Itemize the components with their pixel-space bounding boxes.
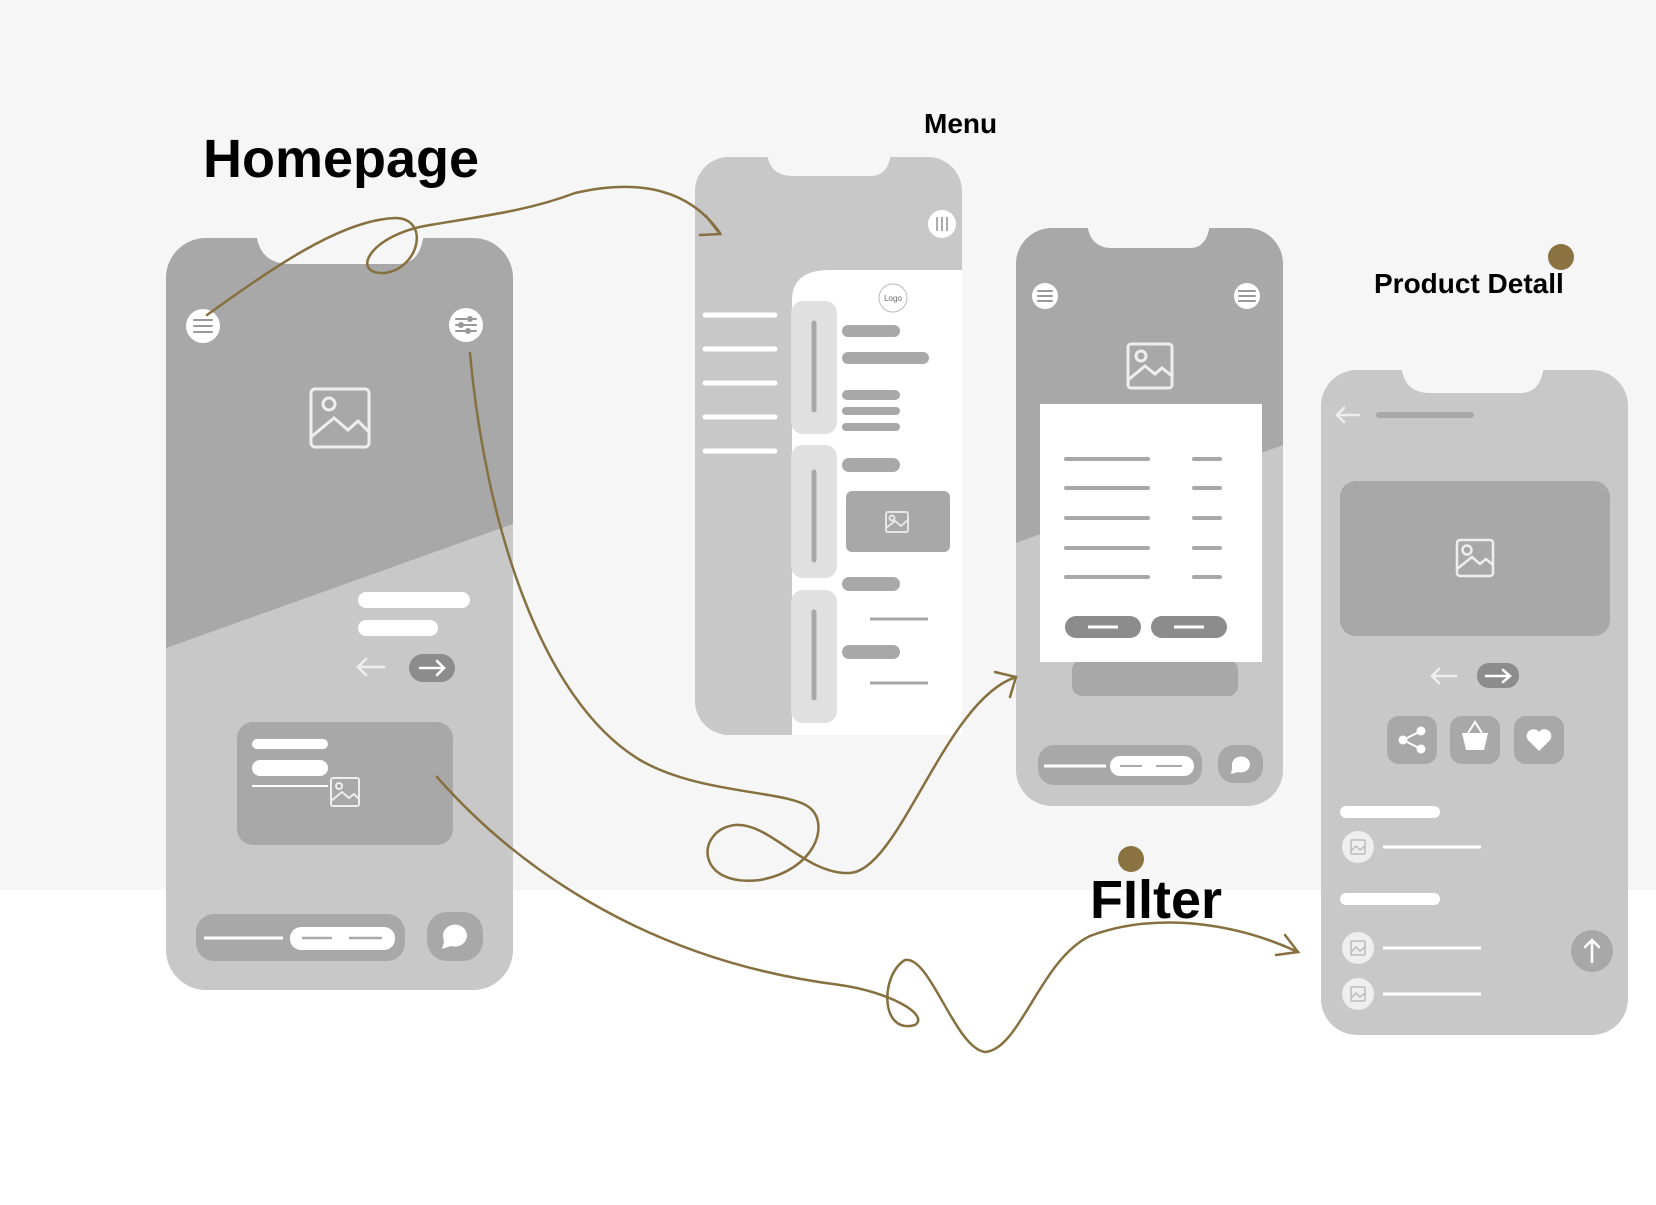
arrow-left-icon[interactable] bbox=[1430, 667, 1458, 685]
chat-bubble-icon bbox=[442, 924, 467, 949]
side-menu-items[interactable] bbox=[702, 312, 778, 454]
flow-arrow-menu bbox=[205, 185, 722, 317]
arrow-up-icon bbox=[1583, 938, 1601, 964]
arrow-right-icon bbox=[1484, 668, 1512, 684]
chat-bubble-icon bbox=[1231, 756, 1250, 774]
heart-icon bbox=[1526, 729, 1552, 751]
accent-dot-filter bbox=[1118, 846, 1144, 872]
logo-badge: Logo bbox=[884, 294, 902, 303]
product-detail-label: Product Detall bbox=[1374, 268, 1564, 299]
homepage-label: Homepage bbox=[203, 129, 480, 189]
image-placeholder-icon bbox=[1455, 538, 1495, 578]
filter-phone bbox=[1016, 220, 1283, 806]
arrow-left-icon[interactable] bbox=[356, 657, 386, 677]
image-placeholder-icon bbox=[309, 387, 371, 449]
menu-phone: Logo bbox=[695, 150, 962, 735]
content-card[interactable] bbox=[237, 722, 453, 845]
accent-dot-product bbox=[1548, 244, 1574, 270]
share-button[interactable] bbox=[1387, 716, 1437, 764]
product-detail-phone bbox=[1321, 362, 1628, 1035]
flow-arrow-product bbox=[435, 775, 1300, 1054]
filter-label: FIlter bbox=[1090, 870, 1223, 930]
menu-label: Menu bbox=[924, 108, 998, 139]
basket-icon bbox=[1462, 720, 1488, 750]
homepage-phone bbox=[166, 226, 513, 990]
flow-arrow-filter bbox=[468, 351, 1018, 882]
share-icon bbox=[1398, 726, 1426, 754]
flow-arrows bbox=[205, 185, 1301, 1054]
back-arrow-icon[interactable] bbox=[1335, 406, 1361, 424]
image-placeholder-icon bbox=[1126, 342, 1174, 390]
filter-options[interactable] bbox=[1064, 457, 1222, 579]
arrow-right-icon bbox=[418, 659, 446, 677]
